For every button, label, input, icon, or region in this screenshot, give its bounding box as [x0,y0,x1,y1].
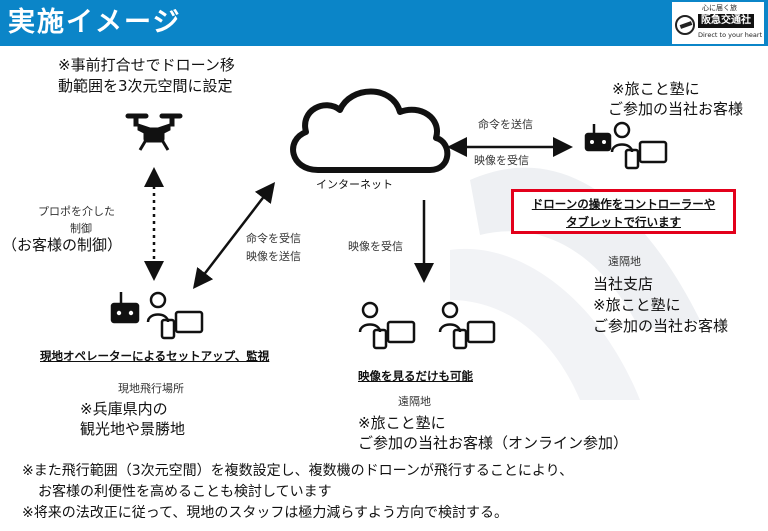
control-label-line1: プロポを介した [38,205,115,218]
internet-cloud-icon [290,88,451,173]
page-title: 実施イメージ [8,7,182,38]
viewer-label: 映像を見るだけも可能 [358,369,473,383]
local-note-line1: ※兵庫県内の [80,400,168,418]
footer-line1: ※また飛行範囲（3次元空間）を複数設定し、複数機のドローンが飛行することにより、 [22,463,574,479]
branch-label: 当社支店 [593,275,654,293]
local-internet-arrow [192,182,276,289]
send-video-label: 映像を送信 [246,250,301,263]
logo-mark-icon [675,15,695,35]
control-label-line2: 制御 [70,222,92,235]
highlight-line1: ドローンの操作をコントローラーや [531,197,716,211]
company-logo: 心に届く旅 阪急交通社 Direct to your heart [672,2,764,44]
remote-operator-icon [584,121,668,170]
receive-command-label: 命令を受信 [246,232,301,245]
setup-label: 現地オペレーターによるセットアップ、監視 [40,349,270,363]
highlight-line2: タブレットで行います [566,215,681,229]
send-command-label: 命令を送信 [478,118,533,131]
remote-note-line2: ご参加の当社お客様 [608,100,744,118]
logo-subtitle: Direct to your heart [698,31,763,39]
remote-note-line1: ※旅こと塾に [612,80,700,98]
control-note: （お客様の制御） [2,236,123,254]
header-bar: 実施イメージ 心に届く旅 阪急交通社 Direct to your heart [0,0,768,46]
viewer-icon-1 [358,301,416,350]
logo-name: 阪急交通社 [698,14,754,28]
viewer-location-label: 遠隔地 [398,395,431,408]
local-operator-icon [110,291,204,340]
footer-line3: ※将来の法改正に従って、現地のスタッフは極力減らすよう方向で検討する。 [22,505,509,521]
footer-line2: お客様の利便性を高めることも検討しています [38,484,332,500]
remote-location-label: 遠隔地 [608,255,641,268]
local-location-label: 現地飛行場所 [118,382,184,395]
drone-icon [125,113,183,151]
internet-label: インターネット [316,178,393,191]
local-note-line2: 観光地や景勝地 [80,420,186,438]
drone-note-line1: ※事前打合せでドローン移 [58,56,235,74]
operation-highlight-box: ドローンの操作をコントローラーや タブレットで行います [511,189,736,234]
drone-note-line2: 動範囲を3次元空間に設定 [58,77,233,95]
branch-note-line2: ご参加の当社お客様 [593,317,729,335]
viewer-note-line2: ご参加の当社お客様（オンライン参加） [358,434,629,452]
viewer-icon-2 [438,301,496,350]
viewer-receive-video-label: 映像を受信 [348,240,403,253]
viewer-note-line1: ※旅こと塾に [358,414,446,432]
logo-tagline: 心に届く旅 [702,4,737,12]
remote-receive-video-label: 映像を受信 [474,154,529,167]
branch-note-line1: ※旅こと塾に [593,296,681,314]
